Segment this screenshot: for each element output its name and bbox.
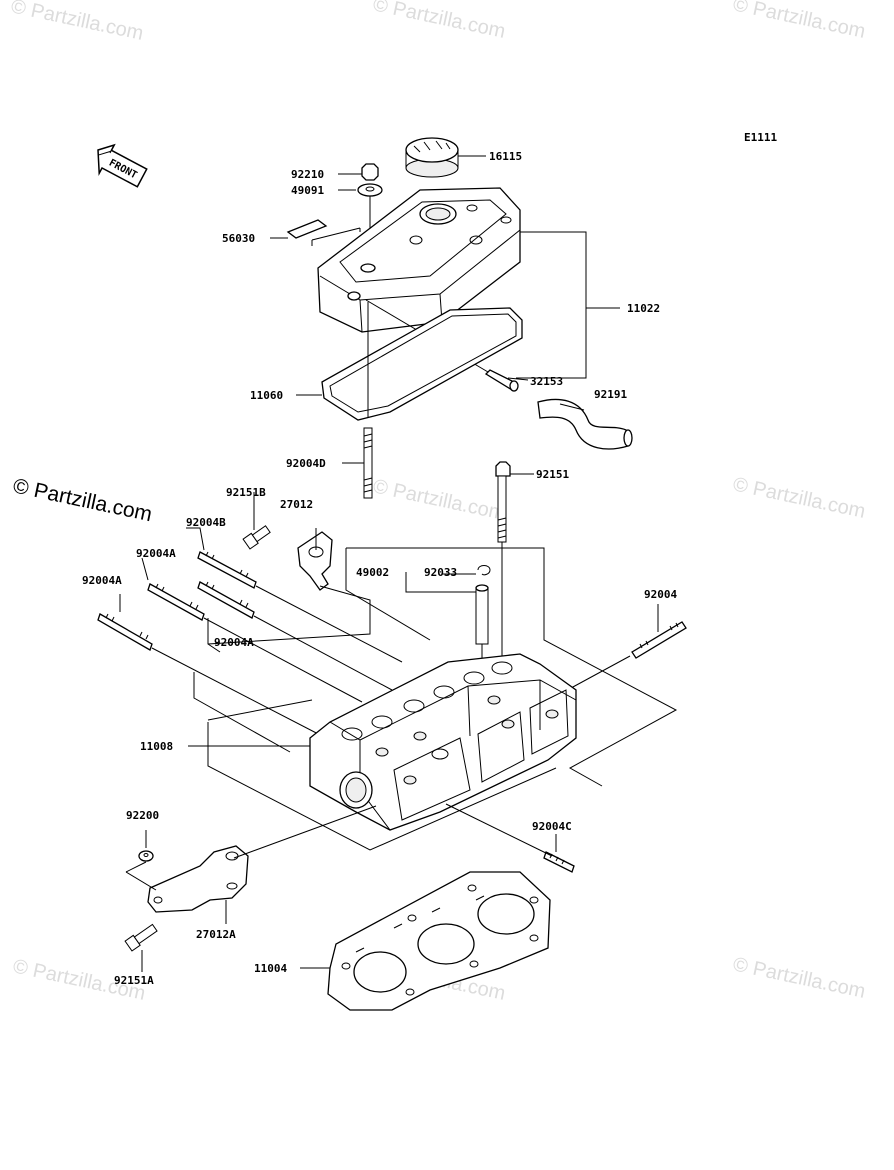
bolt-icon xyxy=(495,461,511,543)
part-label-92004A: 92004A xyxy=(82,574,122,587)
stud-icon xyxy=(363,427,373,499)
stud-icon xyxy=(197,581,255,619)
part-label-11022: 11022 xyxy=(627,302,660,315)
part-label-92004: 92004 xyxy=(644,588,677,601)
bracket-icon xyxy=(147,845,249,913)
bracket-icon xyxy=(297,531,333,591)
part-label-49002: 49002 xyxy=(356,566,389,579)
watermark: © Partzilla.com xyxy=(731,0,867,43)
part-label-11008: 11008 xyxy=(140,740,173,753)
part-label-92004B: 92004B xyxy=(186,516,226,529)
part-label-11060: 11060 xyxy=(250,389,283,402)
part-label-92004C: 92004C xyxy=(532,820,572,833)
washer-icon xyxy=(138,850,154,862)
stud-icon xyxy=(631,621,687,659)
part-label-92151B: 92151B xyxy=(226,486,266,499)
valve-guide-icon xyxy=(475,584,489,645)
washer-icon xyxy=(357,183,383,197)
part-label-92210: 92210 xyxy=(291,168,324,181)
part-label-92151: 92151 xyxy=(536,468,569,481)
cylinder-head-cover-icon xyxy=(317,187,521,333)
part-label-32153: 32153 xyxy=(530,375,563,388)
part-label-92004D: 92004D xyxy=(286,457,326,470)
watermark: © Partzilla.com xyxy=(731,473,867,523)
circlip-icon xyxy=(477,565,491,576)
stud-icon xyxy=(543,851,575,873)
oil-filler-cap-icon xyxy=(405,137,459,178)
pipe-icon xyxy=(484,369,519,392)
part-label-92033: 92033 xyxy=(424,566,457,579)
watermark: © Partzilla.com xyxy=(731,953,867,1003)
cylinder-head-icon xyxy=(309,653,577,831)
front-arrow-icon: FRONT xyxy=(97,143,148,188)
stud-icon xyxy=(197,551,257,589)
part-label-27012A: 27012A xyxy=(196,928,236,941)
label-icon xyxy=(286,219,328,239)
watermark: © Partzilla.com xyxy=(9,0,145,45)
bolt-icon xyxy=(242,525,271,550)
watermark-prominent: © Partzilla.com xyxy=(11,474,154,526)
stud-icon xyxy=(147,583,205,621)
tube-icon xyxy=(537,398,633,450)
watermark: © Partzilla.com xyxy=(371,475,507,525)
part-label-92151A: 92151A xyxy=(114,974,154,987)
bolt-icon xyxy=(124,923,158,952)
part-label-16115: 16115 xyxy=(489,150,522,163)
part-label-49091: 49091 xyxy=(291,184,324,197)
gasket-icon xyxy=(321,307,523,421)
part-label-92004A: 92004A xyxy=(214,636,254,649)
stud-icon xyxy=(97,613,153,651)
diagram-code: E1111 xyxy=(744,131,777,144)
part-label-11004: 11004 xyxy=(254,962,287,975)
head-gasket-icon xyxy=(327,871,551,1011)
part-label-92200: 92200 xyxy=(126,809,159,822)
part-label-92004A: 92004A xyxy=(136,547,176,560)
part-label-56030: 56030 xyxy=(222,232,255,245)
part-label-92191: 92191 xyxy=(594,388,627,401)
part-label-27012: 27012 xyxy=(280,498,313,511)
nut-icon xyxy=(361,163,379,181)
watermark: © Partzilla.com xyxy=(371,0,507,43)
